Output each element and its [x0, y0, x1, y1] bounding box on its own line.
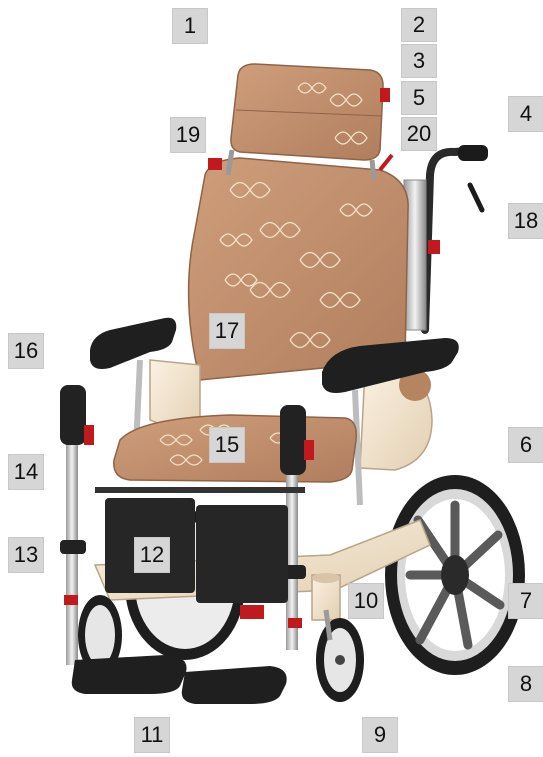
callout-15: 15	[209, 427, 245, 463]
callout-1: 1	[172, 8, 208, 44]
callout-19: 19	[170, 117, 206, 153]
callout-2: 2	[401, 8, 437, 42]
callout-11: 11	[134, 717, 170, 753]
footplate	[72, 655, 287, 704]
callout-13: 13	[8, 537, 44, 573]
callout-12: 12	[134, 537, 170, 573]
callout-8: 8	[508, 666, 543, 702]
callout-17: 17	[209, 313, 245, 349]
callout-14: 14	[8, 454, 44, 490]
callout-16: 16	[8, 333, 44, 369]
callout-18: 18	[508, 203, 543, 239]
callout-3: 3	[401, 44, 437, 78]
rear-wheel	[385, 475, 525, 675]
callout-4: 4	[508, 96, 543, 132]
push-handle	[404, 145, 488, 330]
callout-6: 6	[508, 427, 543, 463]
callout-20: 20	[401, 117, 437, 151]
callout-7: 7	[508, 583, 543, 619]
callout-9: 9	[362, 717, 398, 753]
callout-5: 5	[401, 81, 437, 115]
callout-10: 10	[348, 583, 384, 619]
